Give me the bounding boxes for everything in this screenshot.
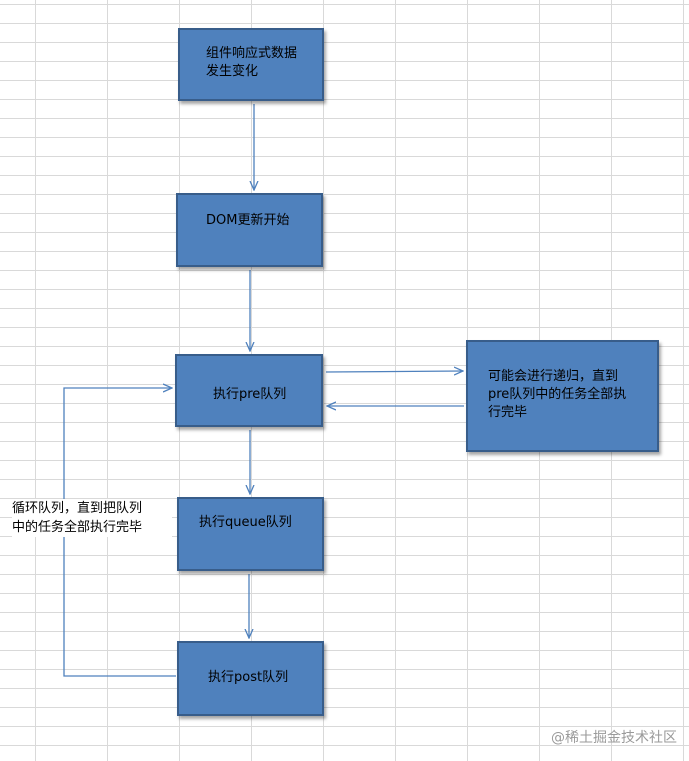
node-run-post-queue: 执行post队列 xyxy=(177,641,324,716)
node-text-line: 组件响应式数据 xyxy=(206,46,298,61)
node-text-line: 执行pre队列 xyxy=(213,387,287,402)
loop-label: 循环队列，直到把队列 中的任务全部执行完毕 xyxy=(12,499,172,537)
node-component-data-change: 组件响应式数据 发生变化 xyxy=(178,28,324,101)
node-text-line: 行完毕 xyxy=(488,405,528,420)
node-text-line: 发生变化 xyxy=(206,64,259,79)
node-text-line: pre队列中的任务全部执 xyxy=(488,387,627,402)
loop-label-line: 中的任务全部执行完毕 xyxy=(12,520,143,535)
node-text-line: 执行queue队列 xyxy=(199,515,292,530)
node-recursion-note: 可能会进行递归，直到 pre队列中的任务全部执 行完毕 xyxy=(466,340,659,452)
node-text-line: 可能会进行递归，直到 xyxy=(488,369,619,384)
watermark: @稀土掘金技术社区 xyxy=(551,730,677,746)
node-text-line: 执行post队列 xyxy=(208,670,289,685)
node-run-queue: 执行queue队列 xyxy=(177,497,324,571)
arrow-pre-to-note xyxy=(325,371,463,372)
loop-label-line: 循环队列，直到把队列 xyxy=(12,501,143,516)
node-run-pre-queue: 执行pre队列 xyxy=(175,354,323,427)
node-dom-update-start: DOM更新开始 xyxy=(176,193,323,267)
node-text-line: DOM更新开始 xyxy=(206,213,290,228)
